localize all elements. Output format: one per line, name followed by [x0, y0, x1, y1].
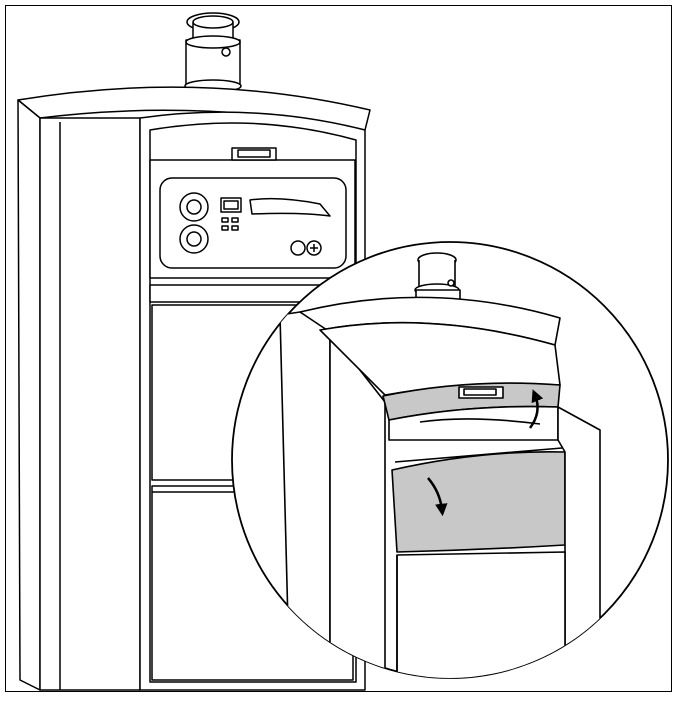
magnifier-circle	[231, 241, 669, 679]
motion-indicators	[427, 389, 544, 517]
arrow-up-icon	[528, 389, 544, 429]
front-panel-flap	[391, 451, 566, 553]
boiler-side-face	[39, 117, 141, 691]
control-panel	[149, 147, 356, 279]
detail-flue-pipe	[414, 252, 461, 311]
flue-pipe	[184, 12, 242, 93]
arrow-down-icon	[427, 477, 448, 517]
detail-boiler-side	[329, 331, 386, 678]
boiler-left-side	[17, 99, 41, 691]
